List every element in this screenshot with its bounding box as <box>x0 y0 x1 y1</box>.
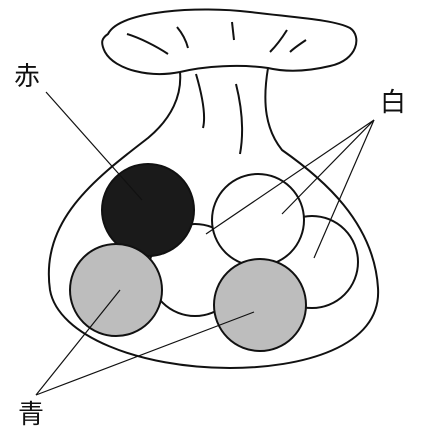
white-label: 白 <box>380 90 406 116</box>
rim-fold-2 <box>177 27 188 48</box>
rim-fold-1 <box>127 34 168 54</box>
neck-crease-1 <box>196 74 204 128</box>
bag-rim <box>102 10 356 74</box>
blue-ball-right <box>214 259 306 351</box>
rim-fold-3 <box>232 22 234 40</box>
blue-ball-left <box>70 244 162 336</box>
red-ball <box>102 164 194 256</box>
rim-fold-5 <box>290 40 306 52</box>
neck-crease-2 <box>236 84 242 154</box>
white-leader-line-2 <box>282 120 374 214</box>
red-label: 赤 <box>14 64 40 90</box>
rim-fold-4 <box>270 30 287 52</box>
blue-label: 青 <box>18 402 44 428</box>
